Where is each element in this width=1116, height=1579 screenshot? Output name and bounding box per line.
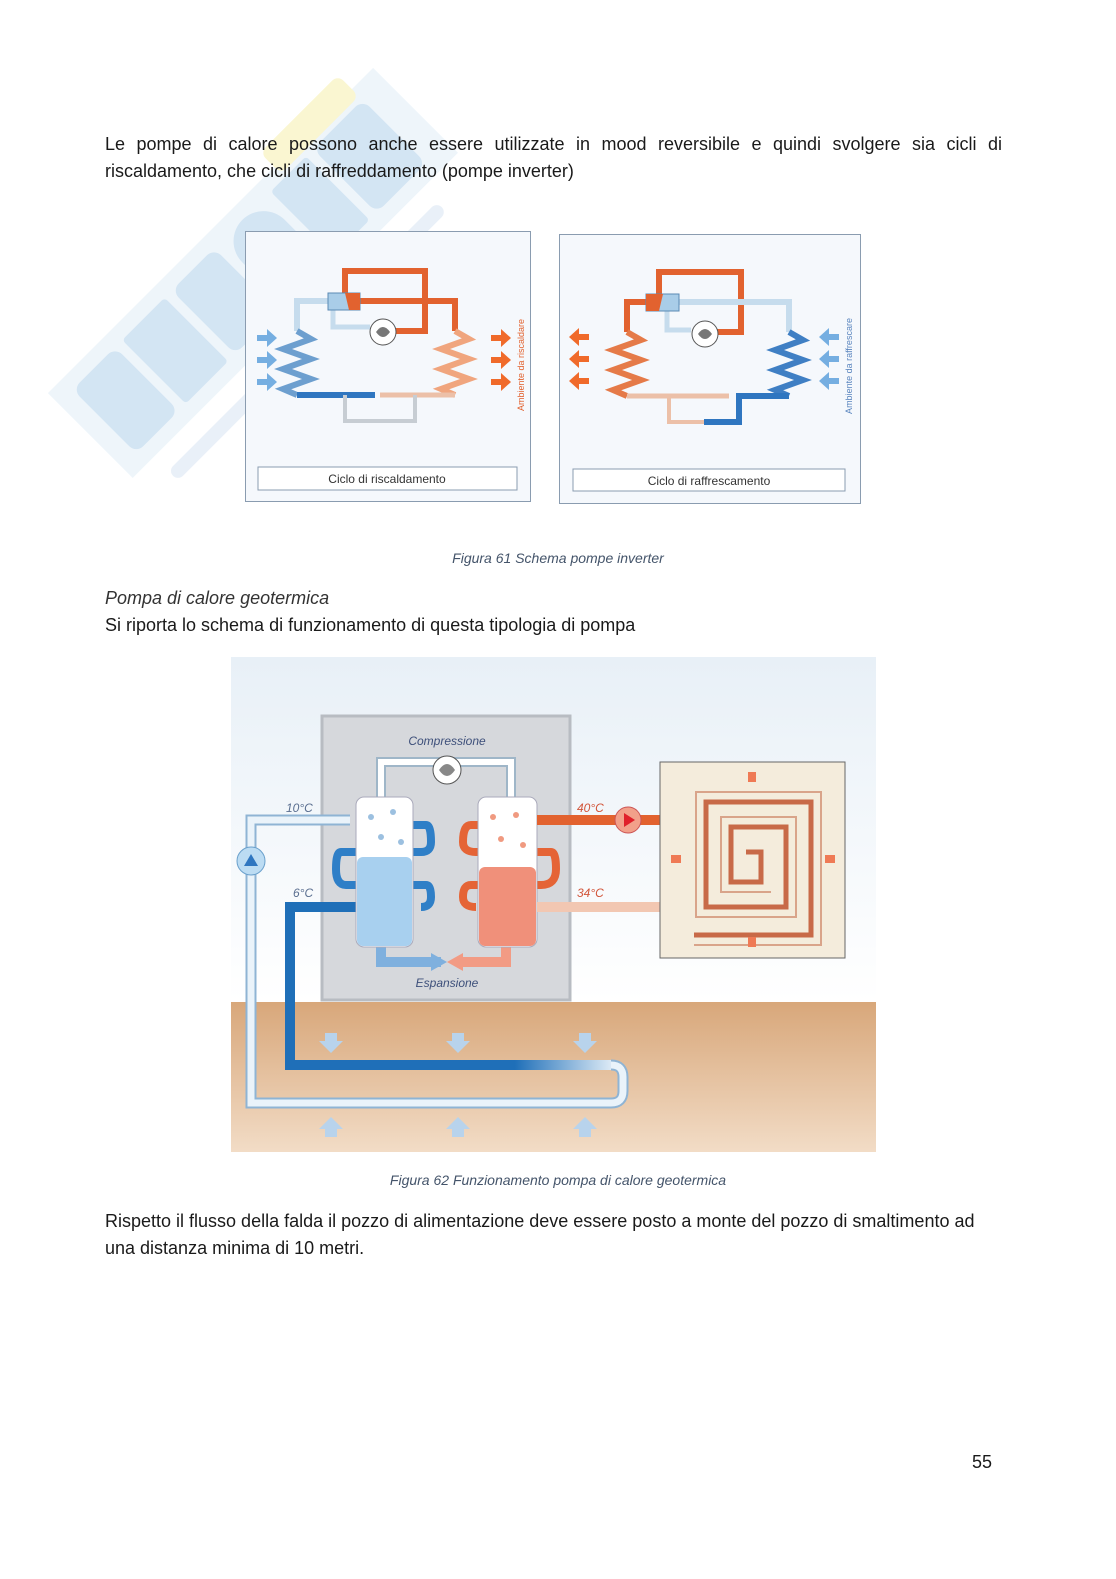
- geothermal-heat-pump-diagram: Compressione Espansione 10°C 6°C 40°C 34…: [231, 657, 876, 1152]
- closing-paragraph: Rispetto il flusso della falda il pozzo …: [105, 1211, 975, 1258]
- expansion-label: Espansione: [416, 976, 479, 990]
- figure-61-caption: Figura 61 Schema pompe inverter: [452, 550, 664, 566]
- heating-cycle-diagram: Ambiente da riscaldare Ciclo di riscalda…: [245, 231, 531, 502]
- temp-in-hot: 34°C: [577, 886, 604, 900]
- temp-in-cold: 10°C: [286, 801, 313, 815]
- section-heading: Pompa di calore geotermica: [105, 588, 330, 608]
- panel-caption: Ciclo di riscaldamento: [328, 472, 446, 486]
- side-label: Ambiente da riscaldare: [516, 319, 526, 411]
- figure-62-caption: Figura 62 Funzionamento pompa di calore …: [389, 1172, 727, 1188]
- panel-caption: Ciclo di raffrescamento: [648, 474, 771, 488]
- page-number: 55: [972, 1452, 993, 1472]
- section-intro: Si riporta lo schema di funzionamento di…: [105, 615, 636, 635]
- compression-label: Compressione: [408, 734, 486, 748]
- cooling-cycle-diagram: Ambiente da raffrescare Ciclo di raffres…: [559, 234, 861, 504]
- temp-out-cold: 6°C: [293, 886, 313, 900]
- intro-paragraph: Le pompe di calore possono anche essere …: [105, 134, 1002, 181]
- temp-out-hot: 40°C: [577, 801, 604, 815]
- side-label: Ambiente da raffrescare: [844, 318, 854, 414]
